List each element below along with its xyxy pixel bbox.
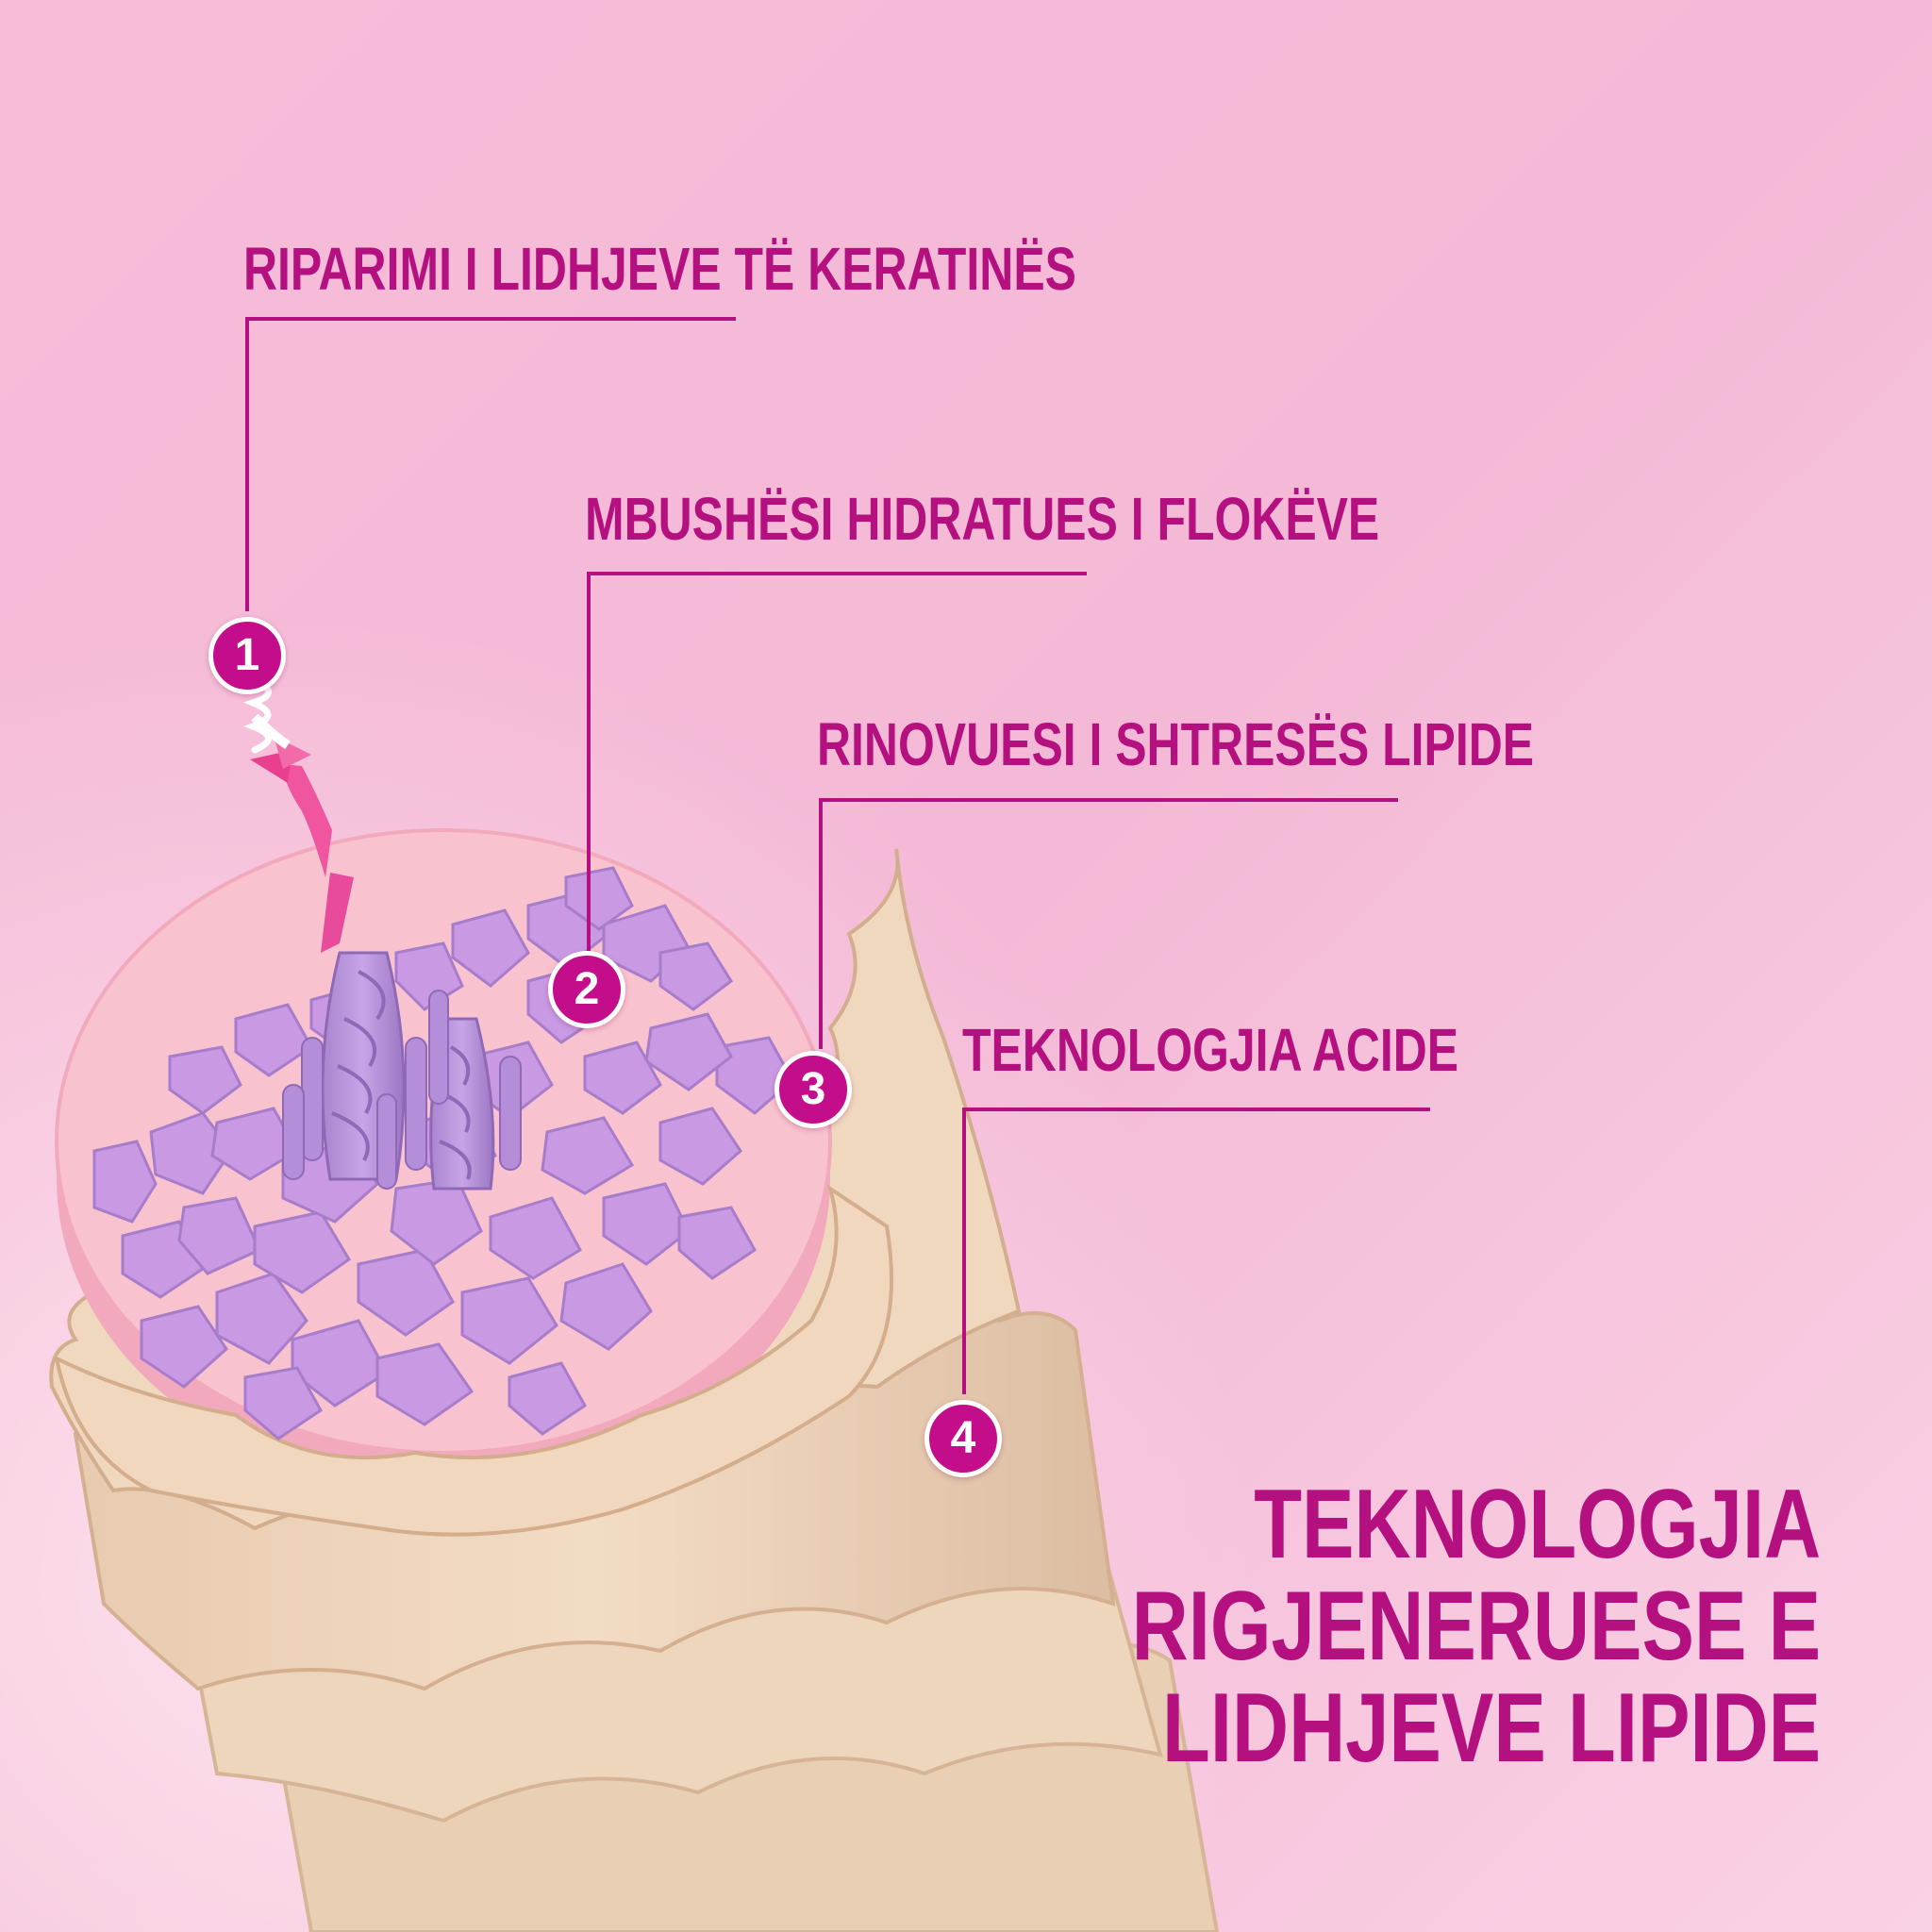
headline-line-1: TEKNOLOGJIA — [1254, 1470, 1821, 1579]
bond-spring — [242, 675, 272, 754]
headline-line-3: LIDHJEVE LIPIDE — [1161, 1674, 1821, 1783]
callout-line-3 — [819, 798, 1398, 1049]
callout-label-2: MBUSHËSI HIDRATUES I FLOKËVE — [585, 485, 1380, 553]
callout-label-3: RINOVUESI I SHTRESËS LIPIDE — [817, 710, 1535, 778]
callout-marker-2: 2 — [548, 951, 625, 1028]
cuticle-front-lip — [54, 1184, 893, 1537]
callout-marker-1: 1 — [208, 617, 286, 694]
callout-marker-4: 4 — [924, 1400, 1002, 1477]
headline-line-2: RIGJENERUESE E — [1131, 1572, 1821, 1681]
callout-label-1: RIPARIMI I LIDHJEVE TË KERATINËS — [243, 235, 1076, 303]
keratin-fibers — [282, 951, 522, 1191]
callout-label-4: TEKNOLOGJIA ACIDE — [962, 1016, 1459, 1084]
callout-line-1 — [245, 317, 736, 611]
callout-lines — [245, 317, 1430, 1394]
headline: TEKNOLOGJIA RIGJENERUESE E LIDHJEVE LIPI… — [1131, 1474, 1821, 1779]
callout-line-4 — [962, 1108, 1430, 1394]
callout-line-2 — [587, 572, 1087, 953]
callout-marker-3: 3 — [774, 1051, 852, 1128]
keratin-bond-ribbon — [250, 713, 354, 953]
